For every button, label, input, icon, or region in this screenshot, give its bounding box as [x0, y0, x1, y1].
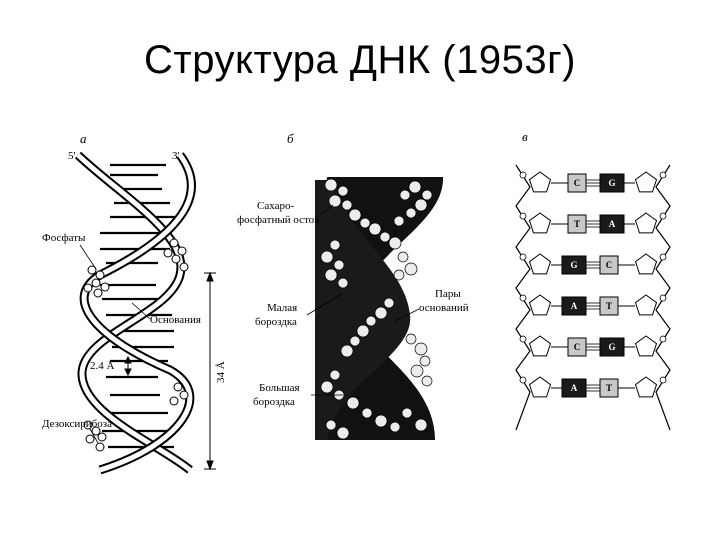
right-base-box	[599, 337, 625, 357]
label-minor-groove-line2: бороздка	[255, 316, 297, 328]
helix-strands	[74, 151, 196, 475]
left-sugar-pentagon	[528, 253, 552, 275]
left-base-box	[567, 337, 587, 357]
left-phosphate-bead	[519, 212, 527, 220]
label-pitch: 34 Å	[215, 361, 227, 383]
panel-b-letter: б	[287, 131, 294, 146]
left-base-letter: G	[570, 260, 577, 270]
helix-end-5prime: 5'	[68, 150, 76, 162]
right-sugar-pentagon	[634, 212, 658, 234]
backbone-atoms	[320, 178, 433, 440]
right-sugar-pentagon	[634, 376, 658, 398]
label-bases: Основания	[150, 314, 201, 326]
label-backbone-line1: Сахаро-	[257, 200, 294, 212]
left-sugar-pentagon	[528, 294, 552, 316]
left-phosphate-bead	[519, 335, 527, 343]
right-base-letter: A	[609, 219, 616, 229]
left-sugar-pentagon	[528, 376, 552, 398]
right-base-box	[599, 255, 619, 275]
left-phosphate-bead	[519, 294, 527, 302]
right-phosphate-bead	[659, 335, 667, 343]
panel-a-helix-diagram: а 5' 3' 34 Å	[42, 131, 227, 475]
left-base-letter: C	[574, 342, 581, 352]
left-base-box	[561, 255, 587, 275]
panel-c-ladder-diagram: в C G T A G C A T C G A T	[510, 125, 680, 445]
slide-title: Структура ДНК (1953г)	[144, 38, 576, 82]
panel-c-letter: в	[522, 129, 528, 144]
left-base-box	[561, 378, 587, 398]
right-phosphate-bead	[659, 212, 667, 220]
left-base-letter: T	[574, 219, 580, 229]
right-base-letter: C	[606, 260, 613, 270]
rise-dimension	[124, 355, 132, 377]
label-major-groove-line2: бороздка	[253, 396, 295, 408]
left-base-box	[567, 173, 587, 193]
left-base-letter: A	[571, 383, 578, 393]
right-phosphate-bead	[659, 376, 667, 384]
left-phosphate-bead	[519, 171, 527, 179]
right-base-letter: T	[606, 301, 612, 311]
left-phosphate-bead	[519, 253, 527, 261]
right-backbone-line	[655, 164, 671, 431]
label-rise: 2.4 Å	[90, 360, 115, 372]
label-minor-groove-line1: Малая	[267, 302, 297, 314]
label-major-groove-line1: Большая	[259, 382, 300, 394]
left-sugar-pentagon	[528, 212, 552, 234]
right-base-letter: T	[606, 383, 612, 393]
left-sugar-pentagon	[528, 335, 552, 357]
right-base-box	[599, 173, 625, 193]
right-base-box	[599, 296, 619, 316]
panel-b-space-filling-model: б Сахаро- фосфатный остов Малая бороздка…	[237, 131, 469, 440]
right-phosphate-bead	[659, 171, 667, 179]
phosphate-beads	[83, 238, 189, 452]
label-base-pairs-line2: оснований	[419, 302, 469, 314]
right-phosphate-bead	[659, 253, 667, 261]
helix-end-3prime: 3'	[172, 150, 180, 162]
right-base-box	[599, 378, 619, 398]
right-sugar-pentagon	[634, 335, 658, 357]
right-sugar-pentagon	[634, 294, 658, 316]
left-backbone-line	[515, 164, 531, 431]
left-base-box	[567, 214, 587, 234]
right-base-letter: G	[608, 342, 615, 352]
left-sugar-pentagon	[528, 171, 552, 193]
ladder-group: C G T A G C A T C G A T	[515, 164, 671, 431]
right-base-letter: G	[608, 178, 615, 188]
left-base-box	[561, 296, 587, 316]
label-deoxyribose: Дезоксирибоза	[42, 418, 112, 430]
right-sugar-pentagon	[634, 171, 658, 193]
left-phosphate-bead	[519, 376, 527, 384]
left-base-letter: C	[574, 178, 581, 188]
label-base-pairs-line1: Пары	[435, 288, 461, 300]
pitch-dimension	[204, 271, 216, 471]
label-phosphates: Фосфаты	[42, 232, 86, 244]
right-sugar-pentagon	[634, 253, 658, 275]
panel-a-letter: а	[80, 131, 87, 146]
left-base-letter: A	[571, 301, 578, 311]
panel-c-ladder-svg: в C G T A G C A T C G A T	[515, 129, 671, 431]
right-base-box	[599, 214, 625, 234]
right-phosphate-bead	[659, 294, 667, 302]
label-backbone-line2: фосфатный остов	[237, 214, 319, 226]
